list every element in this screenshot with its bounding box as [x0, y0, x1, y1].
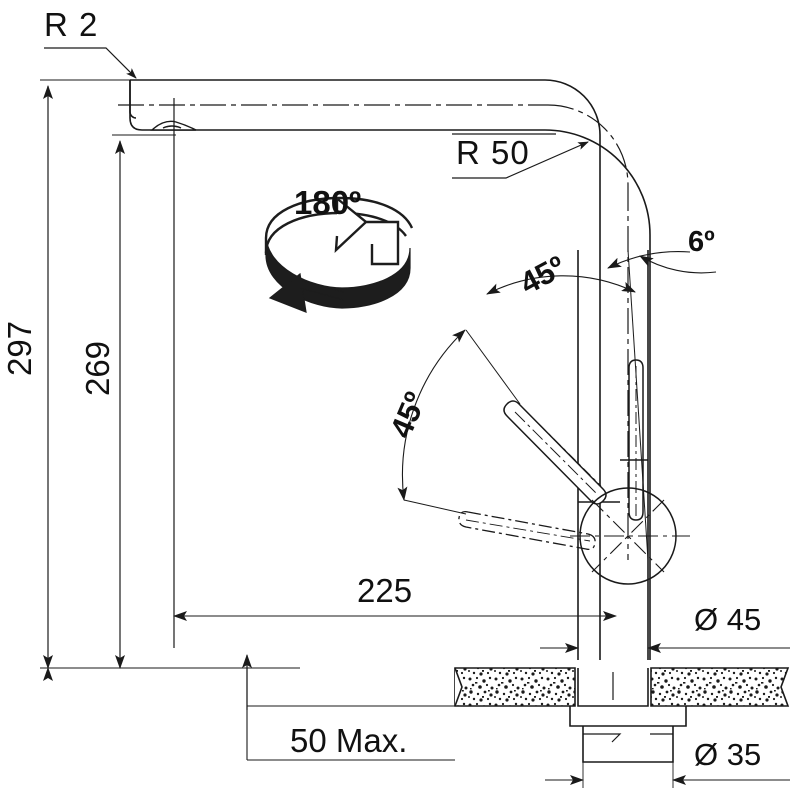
- mounting-shank: [569, 668, 687, 763]
- dim-6-degrees: [607, 251, 717, 274]
- spray-wand-45-up: [503, 400, 607, 505]
- label-height-297: 297: [1, 320, 39, 377]
- dim-269: [112, 134, 176, 669]
- label-radius-50: R 50: [456, 134, 530, 171]
- leader-r2: [44, 47, 137, 79]
- countertop: [454, 667, 790, 707]
- dim-45-lower: [397, 329, 521, 515]
- tilt-reference-line: [627, 249, 649, 561]
- dim-diameter-35: [545, 760, 790, 788]
- label-diameter-45: Ø 45: [694, 602, 762, 637]
- dim-297: [40, 79, 300, 681]
- label-height-269: 269: [79, 340, 117, 397]
- label-swivel-180: 180º: [294, 184, 362, 221]
- spray-wand-horizontal-phantom: [458, 510, 596, 551]
- dim-225: [173, 120, 617, 624]
- faucet-outer-profile: [129, 79, 651, 660]
- pivot-joint: [570, 487, 690, 585]
- faucet-column: [577, 250, 649, 660]
- label-diameter-35: Ø 35: [694, 737, 762, 772]
- dim-45-upper: [486, 275, 636, 295]
- label-reach-225: 225: [357, 572, 413, 609]
- label-radius-2: R 2: [44, 6, 99, 43]
- label-deck-thickness: 50 Max.: [290, 722, 408, 759]
- label-tilt-6: 6º: [688, 226, 715, 258]
- leader-r50: [452, 133, 589, 179]
- spout-centerline: [118, 104, 629, 560]
- rotation-180-arrow-icon: [264, 195, 414, 313]
- lever-handle-solid: [628, 359, 644, 521]
- dim-diameter-45: [540, 643, 790, 653]
- dim-50max: [242, 654, 455, 761]
